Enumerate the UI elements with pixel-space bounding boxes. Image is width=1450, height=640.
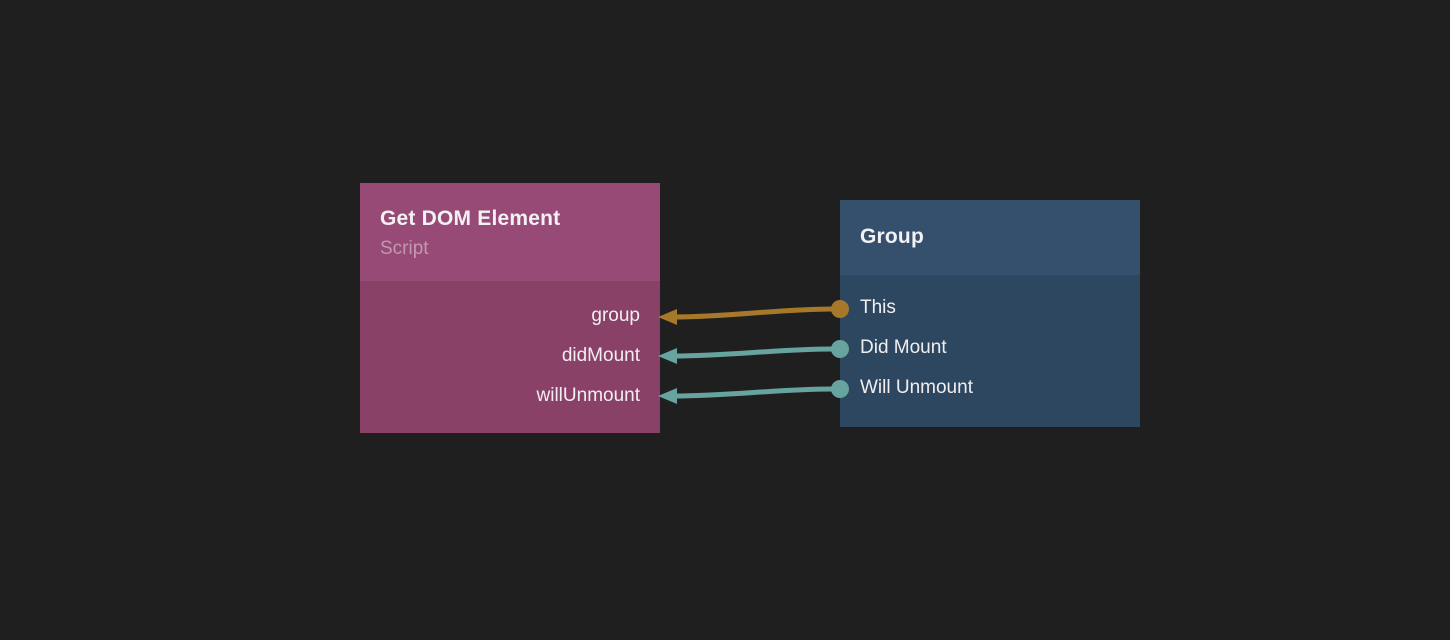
wire-this-to-group[interactable] bbox=[671, 306, 836, 320]
node-group[interactable]: Group This Did Mount Will Unmount bbox=[840, 200, 1140, 427]
node-get-dom-element-body: group didMount willUnmount bbox=[360, 281, 660, 433]
port-group[interactable]: group bbox=[591, 305, 640, 326]
node-group-body: This Did Mount Will Unmount bbox=[840, 275, 1140, 427]
node-group-header[interactable]: Group bbox=[840, 200, 1140, 275]
node-title: Get DOM Element bbox=[380, 207, 561, 230]
node-get-dom-element-header[interactable]: Get DOM Element Script bbox=[360, 183, 660, 281]
wire-arrowhead bbox=[658, 348, 677, 364]
port-willunmount[interactable]: willUnmount bbox=[536, 385, 640, 406]
node-get-dom-element[interactable]: Get DOM Element Script group didMount wi… bbox=[360, 183, 660, 433]
node-subtitle: Script bbox=[380, 238, 429, 259]
wire-arrowhead bbox=[658, 309, 677, 325]
node-title: Group bbox=[860, 225, 924, 248]
port-didmount[interactable]: didMount bbox=[561, 345, 640, 366]
wire-arrowhead bbox=[658, 388, 677, 404]
port-will-unmount[interactable]: Will Unmount bbox=[860, 377, 973, 398]
wire-didmount[interactable] bbox=[671, 346, 836, 359]
wire-willunmount[interactable] bbox=[671, 386, 836, 399]
port-did-mount[interactable]: Did Mount bbox=[860, 337, 947, 358]
port-this[interactable]: This bbox=[860, 297, 896, 318]
